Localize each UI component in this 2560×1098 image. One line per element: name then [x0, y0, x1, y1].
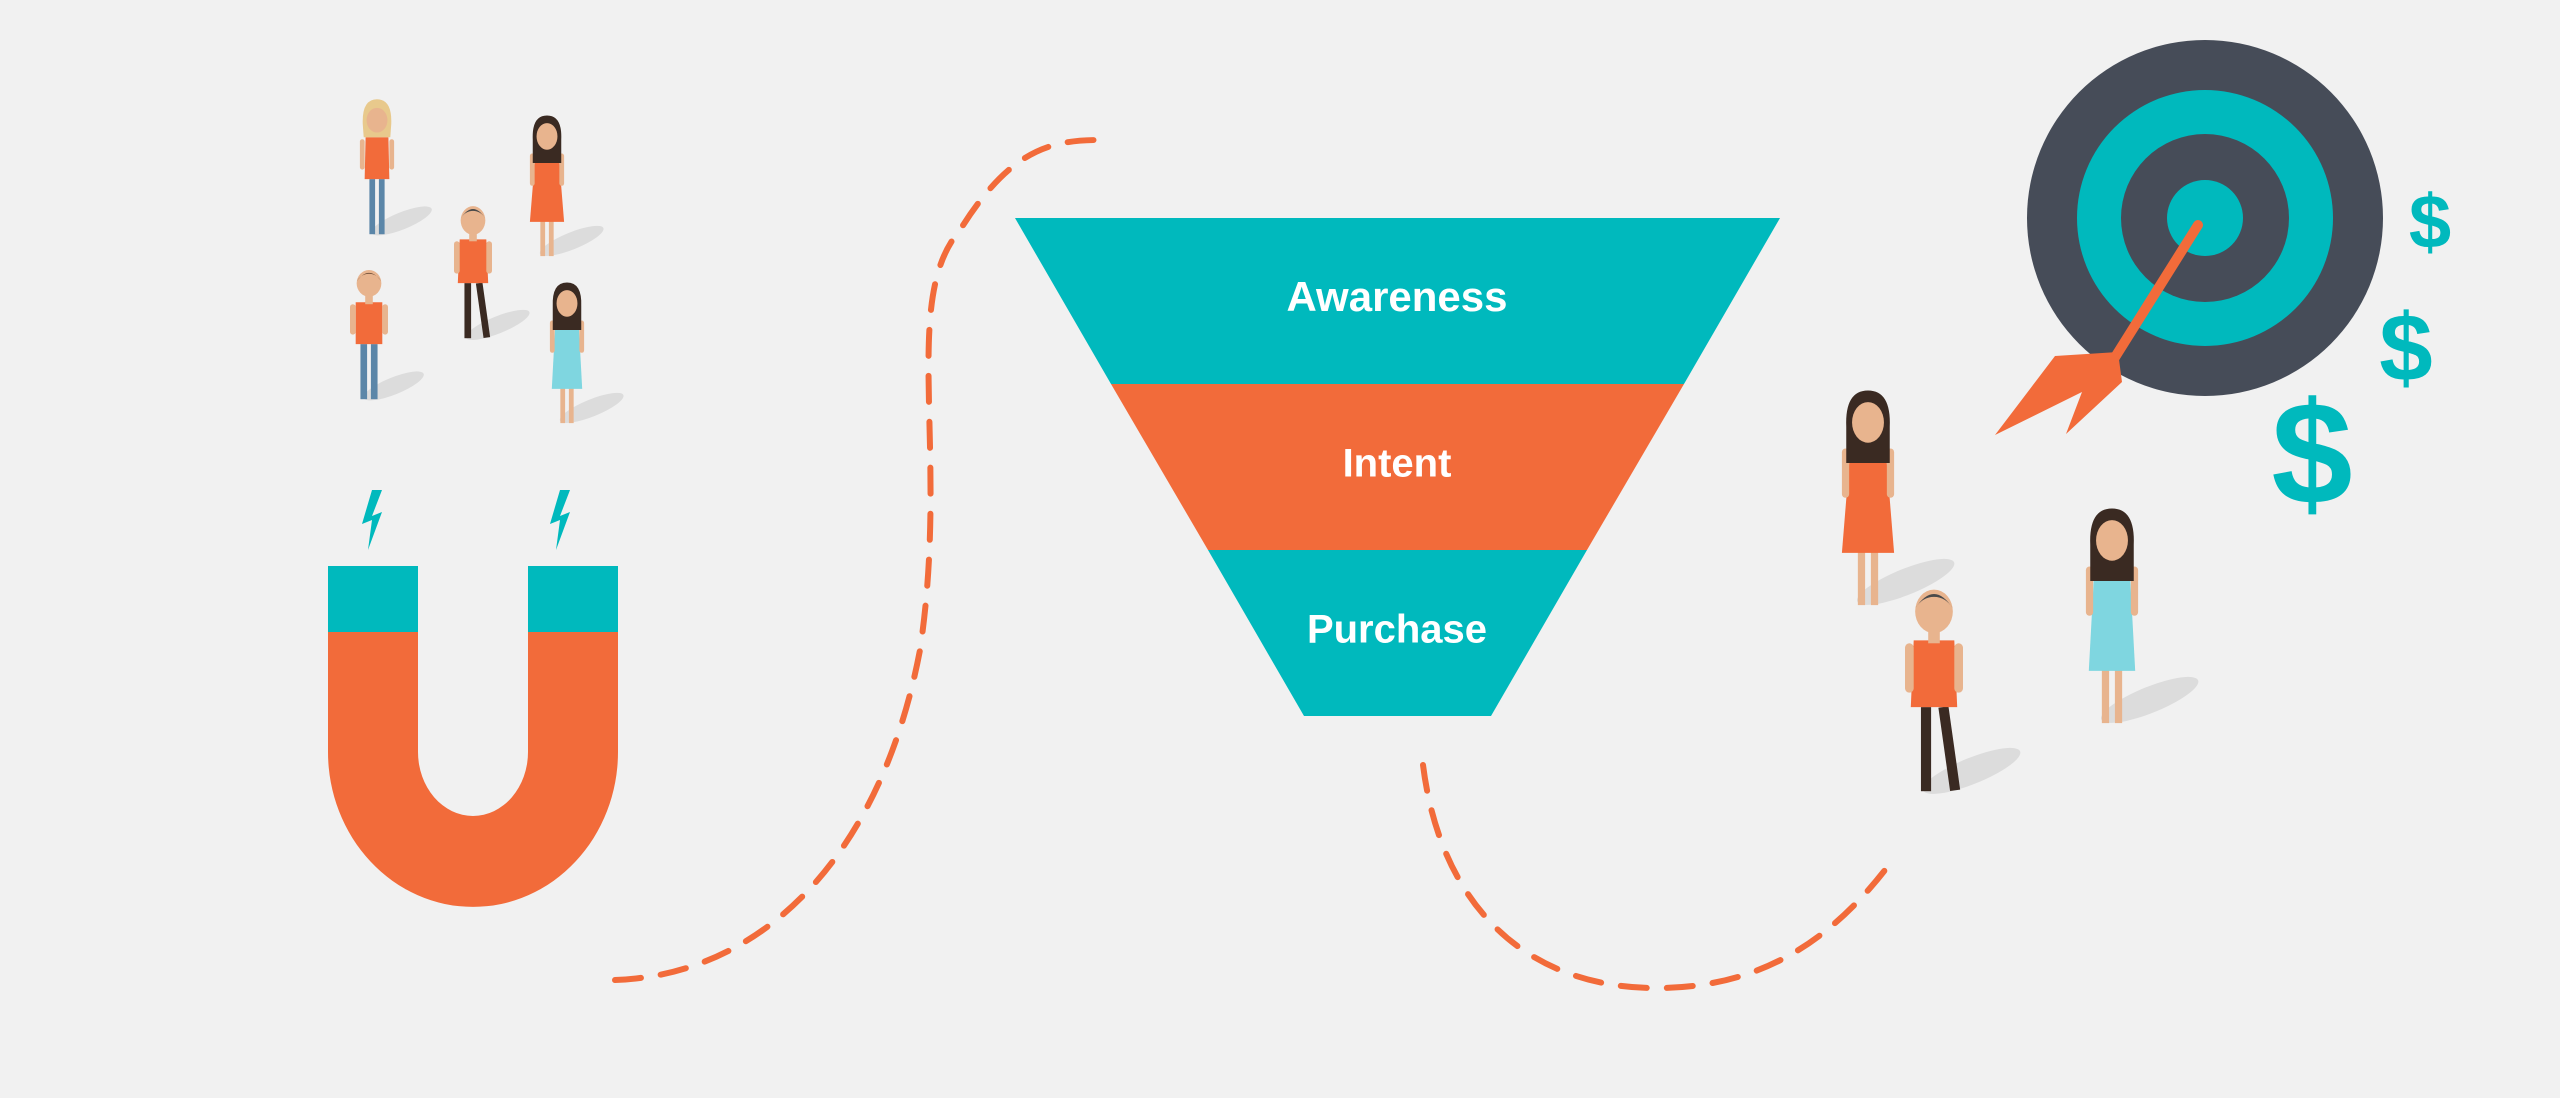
person-icon [529, 115, 607, 262]
dollar-sign-icon: $ [2379, 294, 2432, 401]
funnel-stage-purchase-label: Purchase [1307, 608, 1487, 652]
dollar-sign-icon: $ [2271, 372, 2352, 535]
funnel-stage-intent-label: Intent [1343, 442, 1452, 486]
person-icon [1905, 589, 2025, 803]
magnet-icon [328, 566, 618, 907]
dashed-path-left [612, 137, 1103, 983]
person-icon [549, 282, 627, 429]
funnel-stage-awareness [1015, 218, 1780, 384]
people-group-left [350, 99, 627, 429]
dart-arrow-icon [1995, 220, 2203, 435]
person-icon [350, 270, 427, 406]
lightning-icon [362, 490, 382, 550]
funnel-stage-awareness-label: Awareness [1286, 273, 1507, 320]
funnel-stage-purchase [1208, 550, 1587, 716]
people-group-right [1841, 390, 2203, 803]
funnel-stage-intent [1111, 384, 1684, 550]
dollar-sign-icon: $ [2409, 180, 2451, 265]
person-icon [359, 99, 435, 241]
dashed-path-right [1420, 762, 1888, 992]
person-icon [1841, 390, 1959, 614]
person-icon [2085, 508, 2203, 732]
lightning-icon [550, 490, 570, 550]
person-icon [454, 206, 533, 346]
sales-funnel: Awareness Intent Purchase [1015, 218, 1780, 716]
target-icon [2027, 40, 2383, 396]
